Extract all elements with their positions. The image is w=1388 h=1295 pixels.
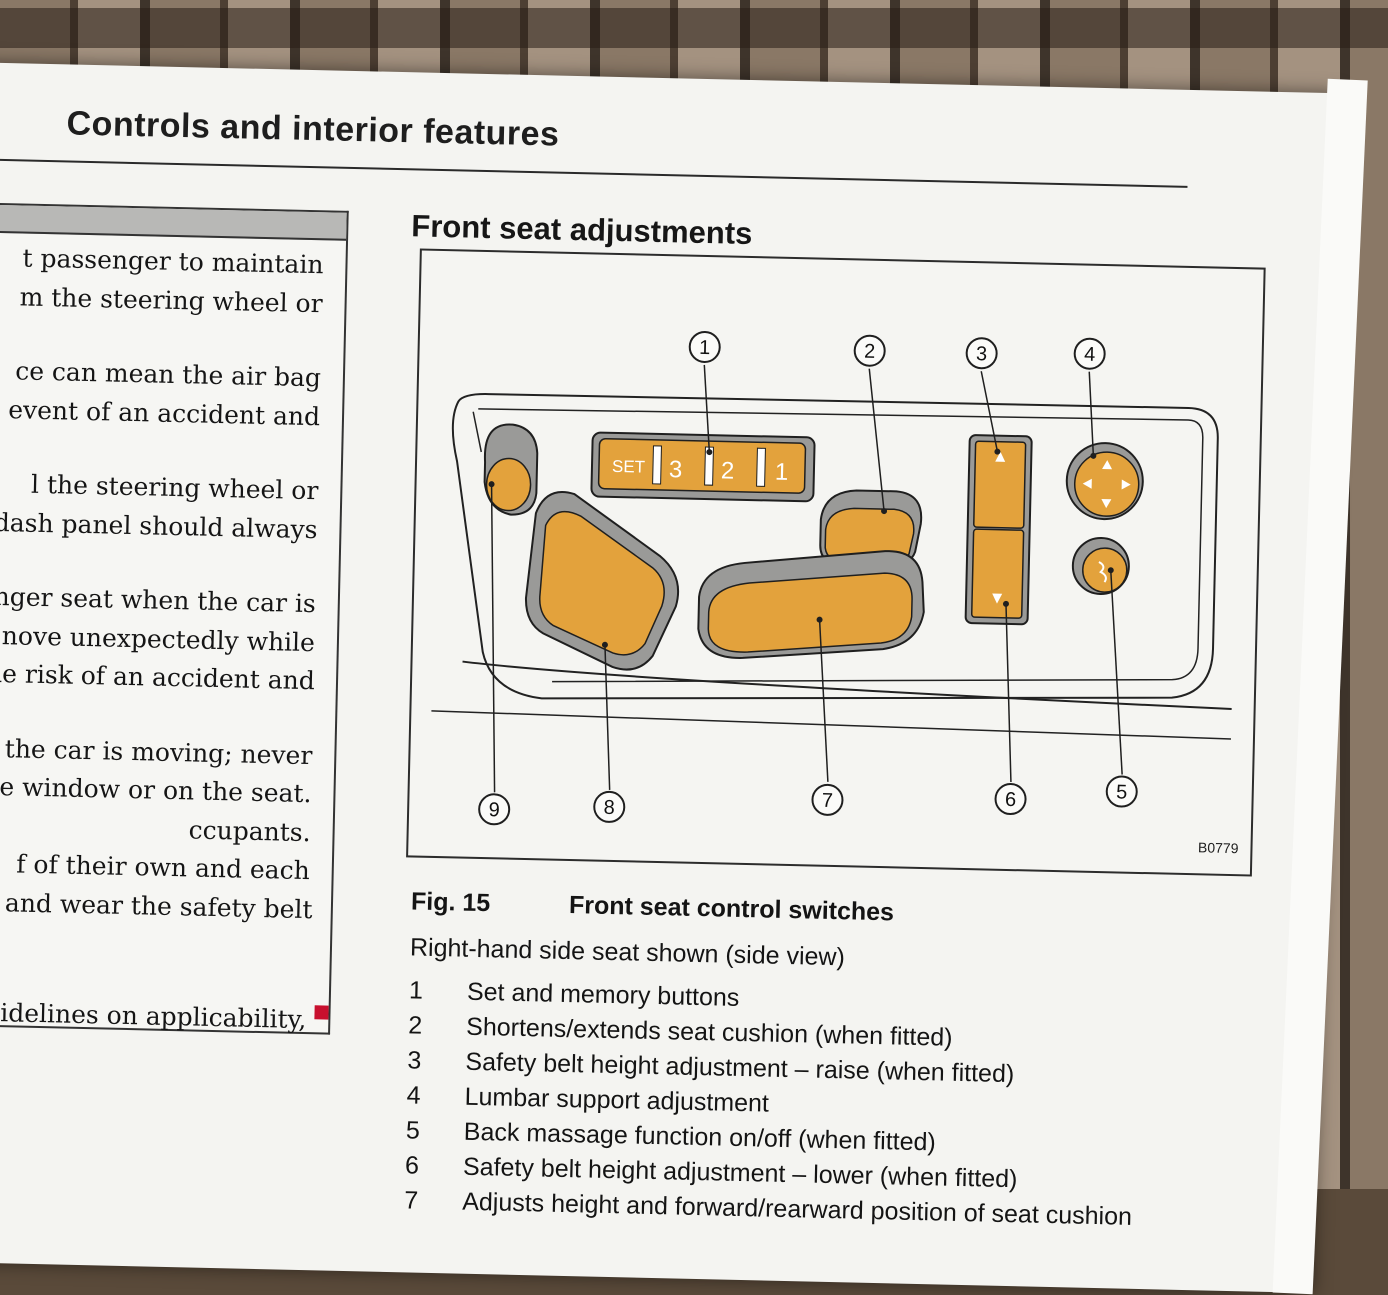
callout-label-4: 4 bbox=[1084, 344, 1096, 366]
callout-circle-6 bbox=[994, 783, 1027, 816]
massage-icon bbox=[1098, 561, 1107, 583]
leader-line-8 bbox=[604, 644, 611, 790]
leader-line-4 bbox=[1088, 371, 1095, 456]
figure-code: B0779 bbox=[1197, 839, 1239, 857]
callout-circle-1 bbox=[688, 330, 721, 363]
callout-circle-2 bbox=[853, 334, 886, 367]
lumbar-left-icon bbox=[1082, 478, 1092, 489]
lumbar-up-icon bbox=[1102, 460, 1113, 470]
callout-circle-8 bbox=[593, 790, 626, 823]
belt-height-lower-button bbox=[970, 528, 1025, 619]
callout-circle-3 bbox=[965, 337, 998, 370]
arrow-up-icon bbox=[995, 451, 1006, 462]
leader-line-5 bbox=[1110, 570, 1123, 775]
callout-label-7: 7 bbox=[822, 790, 834, 812]
figure-box: SET 3 2 1 bbox=[406, 248, 1266, 877]
leader-line-6 bbox=[1005, 603, 1012, 783]
legend-text: Lumbar support adjustment bbox=[464, 1082, 770, 1118]
headrest-switch-face bbox=[485, 457, 532, 512]
manual-page: Controls and interior features t passeng… bbox=[0, 62, 1368, 1295]
legend-number: 3 bbox=[407, 1046, 422, 1075]
arrow-down-icon bbox=[992, 593, 1003, 604]
trim-line-bottom bbox=[431, 710, 1231, 740]
left-column-header-bar bbox=[0, 204, 347, 241]
memory-divider bbox=[756, 447, 766, 487]
figure-label: Fig. 15 bbox=[410, 887, 491, 918]
leader-line-3 bbox=[980, 371, 999, 452]
leader-line-2 bbox=[868, 368, 885, 512]
callout-circle-9 bbox=[478, 793, 511, 826]
leader-dot bbox=[994, 448, 1001, 455]
memory-2-label: 2 bbox=[721, 457, 735, 484]
memory-divider bbox=[652, 445, 662, 485]
body-text-line: event of an accident and bbox=[7, 394, 321, 431]
section-end-marker bbox=[314, 1005, 329, 1020]
body-text-line: n and wear the safety belt bbox=[0, 887, 313, 924]
belt-height-raise-button bbox=[973, 440, 1027, 529]
callout-circle-4 bbox=[1073, 337, 1106, 370]
body-text-line: dash panel should always bbox=[0, 507, 318, 544]
memory-1-label: 1 bbox=[775, 459, 789, 486]
legend-text: Set and memory buttons bbox=[466, 977, 740, 1012]
seat-switch-diagram: SET 3 2 1 bbox=[431, 330, 1232, 826]
lumbar-right-icon bbox=[1121, 479, 1131, 490]
memory-3-label: 3 bbox=[669, 456, 683, 483]
legend-number: 4 bbox=[406, 1081, 421, 1110]
page-section-title: Controls and interior features bbox=[66, 104, 560, 154]
leader-dot bbox=[1002, 600, 1009, 607]
leader-dot bbox=[1090, 452, 1097, 459]
leader-dot bbox=[488, 481, 495, 488]
switch-panel-inner bbox=[472, 408, 1204, 683]
body-text-line: f of their own and each bbox=[15, 849, 311, 886]
body-text-line: uidelines on applicability, bbox=[0, 997, 307, 1035]
switch-panel-outline bbox=[451, 393, 1219, 700]
body-text-line: ne risk of an accident and bbox=[0, 658, 316, 696]
body-text-line: m the steering wheel or bbox=[19, 281, 323, 318]
lumbar-switch-face bbox=[1073, 451, 1140, 517]
memory-set-label: SET bbox=[612, 457, 645, 477]
body-text-line: e window or on the seat. bbox=[0, 772, 312, 809]
leader-dot bbox=[706, 449, 713, 456]
basket-band bbox=[0, 8, 1388, 48]
leader-line-1 bbox=[703, 364, 711, 453]
leader-dot bbox=[1107, 567, 1114, 574]
legend-number: 1 bbox=[408, 976, 424, 1005]
memory-button-face bbox=[597, 437, 807, 494]
legend-number: 5 bbox=[405, 1116, 421, 1145]
callout-label-5: 5 bbox=[1116, 781, 1128, 803]
lumbar-down-icon bbox=[1101, 499, 1112, 509]
leader-dot bbox=[881, 508, 888, 515]
callout-circle-5 bbox=[1105, 775, 1138, 808]
callout-label-3: 3 bbox=[976, 343, 988, 365]
callout-circle-7 bbox=[811, 783, 844, 816]
legend-number: 2 bbox=[407, 1011, 423, 1040]
legend-number: 7 bbox=[403, 1186, 419, 1215]
trim-line-top bbox=[462, 660, 1232, 711]
leader-line-7 bbox=[818, 619, 829, 782]
callout-label-6: 6 bbox=[1005, 789, 1017, 811]
callout-label-9: 9 bbox=[488, 799, 500, 821]
leader-dot bbox=[816, 616, 823, 623]
legend-number: 6 bbox=[404, 1151, 420, 1180]
leader-line-9 bbox=[490, 484, 496, 793]
callout-label-8: 8 bbox=[603, 797, 615, 819]
leader-dot bbox=[601, 641, 608, 648]
massage-switch-face bbox=[1082, 547, 1128, 593]
callout-label-2: 2 bbox=[864, 341, 876, 363]
backrest-switch-face bbox=[539, 510, 665, 656]
seat-cushion-switch-face bbox=[707, 572, 913, 653]
callout-label-1: 1 bbox=[699, 337, 711, 359]
section-heading: Front seat adjustments bbox=[411, 208, 753, 252]
title-rule bbox=[0, 158, 1188, 188]
